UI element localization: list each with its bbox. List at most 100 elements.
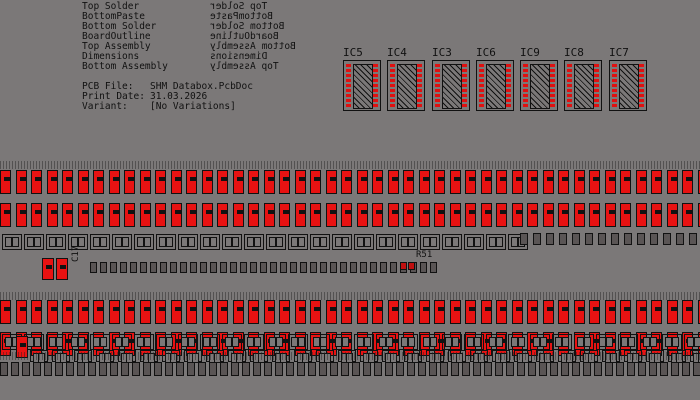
resistor-pad[interactable] <box>326 203 337 227</box>
capacitor-footprint[interactable] <box>118 350 136 363</box>
capacitor-footprint[interactable] <box>74 350 92 363</box>
resistor-pad[interactable] <box>233 203 244 227</box>
small-pad[interactable] <box>210 262 217 273</box>
resistor-pad[interactable] <box>558 203 569 227</box>
capacitor-footprint[interactable] <box>96 350 114 363</box>
capacitor-footprint[interactable] <box>310 334 330 350</box>
small-pad[interactable] <box>340 262 347 273</box>
capacitor-footprint[interactable] <box>206 350 224 363</box>
resistor-pad[interactable] <box>698 300 700 324</box>
resistor-pad[interactable] <box>310 170 321 194</box>
capacitor-footprint[interactable] <box>486 234 506 250</box>
tiny-pad[interactable] <box>408 262 415 270</box>
small-pad[interactable] <box>611 233 619 245</box>
resistor-pad[interactable] <box>93 203 104 227</box>
resistor-pad[interactable] <box>78 300 89 324</box>
resistor-pad[interactable] <box>279 300 290 324</box>
small-pad[interactable] <box>200 262 207 273</box>
resistor-pad[interactable] <box>171 170 182 194</box>
small-pad[interactable] <box>297 362 305 376</box>
small-pad[interactable] <box>44 362 52 376</box>
capacitor-footprint[interactable] <box>420 334 440 350</box>
capacitor-footprint[interactable] <box>398 234 418 250</box>
resistor-pad[interactable] <box>310 203 321 227</box>
capacitor-footprint[interactable] <box>558 350 576 363</box>
resistor-pad[interactable] <box>465 203 476 227</box>
capacitor-footprint[interactable] <box>492 350 510 363</box>
capacitor-footprint[interactable] <box>244 334 264 350</box>
small-pad[interactable] <box>99 362 107 376</box>
resistor-pad[interactable] <box>620 170 631 194</box>
small-pad[interactable] <box>473 362 481 376</box>
small-pad[interactable] <box>176 362 184 376</box>
small-pad[interactable] <box>370 262 377 273</box>
resistor-pad[interactable] <box>109 300 120 324</box>
small-pad[interactable] <box>100 262 107 273</box>
small-pad[interactable] <box>462 362 470 376</box>
capacitor-footprint[interactable] <box>398 334 418 350</box>
resistor-pad[interactable] <box>636 170 647 194</box>
small-pad[interactable] <box>132 362 140 376</box>
resistor-pad[interactable] <box>279 203 290 227</box>
resistor-pad[interactable] <box>605 300 616 324</box>
resistor-pad[interactable] <box>248 170 259 194</box>
resistor-pad[interactable] <box>93 170 104 194</box>
small-pad[interactable] <box>120 262 127 273</box>
small-pad[interactable] <box>341 362 349 376</box>
resistor-pad[interactable] <box>667 203 678 227</box>
capacitor-footprint[interactable] <box>486 334 506 350</box>
capacitor-footprint[interactable] <box>382 350 400 363</box>
capacitor-footprint[interactable] <box>90 334 110 350</box>
capacitor-footprint[interactable] <box>420 234 440 250</box>
small-pad[interactable] <box>650 233 658 245</box>
resistor-pad[interactable] <box>496 203 507 227</box>
resistor-pad[interactable] <box>450 203 461 227</box>
small-pad[interactable] <box>550 362 558 376</box>
resistor-pad[interactable] <box>574 170 585 194</box>
small-pad[interactable] <box>88 362 96 376</box>
capacitor-footprint[interactable] <box>266 234 286 250</box>
resistor-pad[interactable] <box>558 300 569 324</box>
small-pad[interactable] <box>396 362 404 376</box>
capacitor-footprint[interactable] <box>580 350 598 363</box>
small-pad[interactable] <box>150 262 157 273</box>
resistor-pad[interactable] <box>636 300 647 324</box>
capacitor-footprint[interactable] <box>68 234 88 250</box>
resistor-pad[interactable] <box>140 203 151 227</box>
small-pad[interactable] <box>539 362 547 376</box>
resistor-pad[interactable] <box>465 170 476 194</box>
small-pad[interactable] <box>430 262 437 273</box>
small-pad[interactable] <box>286 362 294 376</box>
small-pad[interactable] <box>11 362 19 376</box>
capacitor-footprint[interactable] <box>662 334 682 350</box>
resistor-pad[interactable] <box>512 300 523 324</box>
resistor-pad[interactable] <box>527 300 538 324</box>
small-pad[interactable] <box>250 262 257 273</box>
resistor-pad[interactable] <box>171 300 182 324</box>
resistor-pad[interactable] <box>0 203 11 227</box>
capacitor-footprint[interactable] <box>646 350 664 363</box>
resistor-pad[interactable] <box>186 300 197 324</box>
resistor-pad[interactable] <box>264 300 275 324</box>
small-pad[interactable] <box>231 362 239 376</box>
resistor-pad[interactable] <box>698 170 700 194</box>
small-pad[interactable] <box>0 362 8 376</box>
resistor-pad[interactable] <box>388 203 399 227</box>
capacitor-footprint[interactable] <box>376 234 396 250</box>
resistor-pad[interactable] <box>31 170 42 194</box>
resistor-pad[interactable] <box>62 203 73 227</box>
resistor-pad[interactable] <box>434 203 445 227</box>
small-pad[interactable] <box>110 262 117 273</box>
resistor-pad[interactable] <box>403 170 414 194</box>
small-pad[interactable] <box>689 233 697 245</box>
resistor-pad[interactable] <box>527 170 538 194</box>
resistor-pad[interactable] <box>202 300 213 324</box>
resistor-pad[interactable] <box>171 203 182 227</box>
small-pad[interactable] <box>605 362 613 376</box>
capacitor-footprint[interactable] <box>596 334 616 350</box>
resistor-pad[interactable] <box>31 300 42 324</box>
resistor-pad[interactable] <box>512 203 523 227</box>
ic-footprint[interactable] <box>520 60 558 111</box>
resistor-pad[interactable] <box>651 300 662 324</box>
capacitor-footprint[interactable] <box>310 234 330 250</box>
